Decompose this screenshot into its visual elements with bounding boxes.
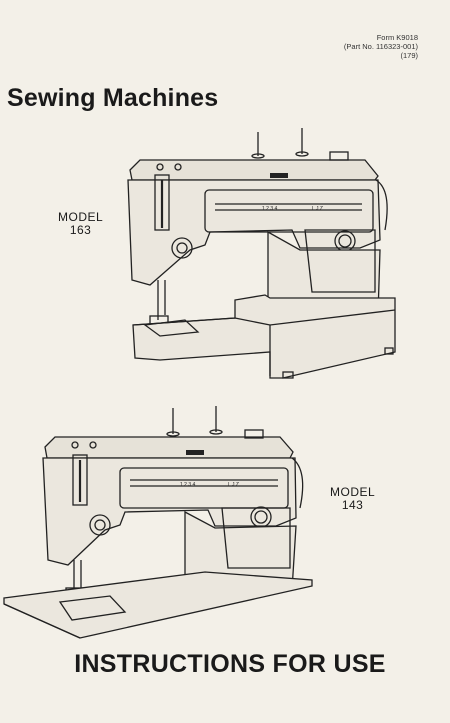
sewing-machine-143-illustration: 1 2 3 4 L J Z: [3, 406, 313, 639]
svg-text:1 2 3 4: 1 2 3 4: [180, 482, 196, 488]
svg-text:1 2 3 4: 1 2 3 4: [262, 206, 278, 212]
form-info: Form K9018 (Part No. 116323-001) (179): [344, 33, 418, 60]
form-code: (179): [400, 51, 418, 60]
svg-text:L J Z: L J Z: [312, 206, 323, 212]
model-163-label: MODEL 163: [58, 211, 103, 237]
model-label: MODEL: [330, 485, 376, 499]
model-143-label: MODEL 143: [330, 486, 375, 512]
sewing-machine-163-illustration: 1 2 3 4 L J Z: [127, 128, 396, 379]
model-number: 163: [69, 223, 92, 237]
model-label: MODEL: [58, 210, 104, 224]
part-number: (Part No. 116323-001): [343, 42, 418, 51]
page-title: Sewing Machines: [7, 84, 219, 112]
svg-text:L J Z: L J Z: [228, 482, 239, 488]
form-number: Form K9018: [376, 33, 418, 42]
model-number: 143: [341, 498, 364, 512]
instructions-title: INSTRUCTIONS FOR USE: [74, 650, 386, 678]
